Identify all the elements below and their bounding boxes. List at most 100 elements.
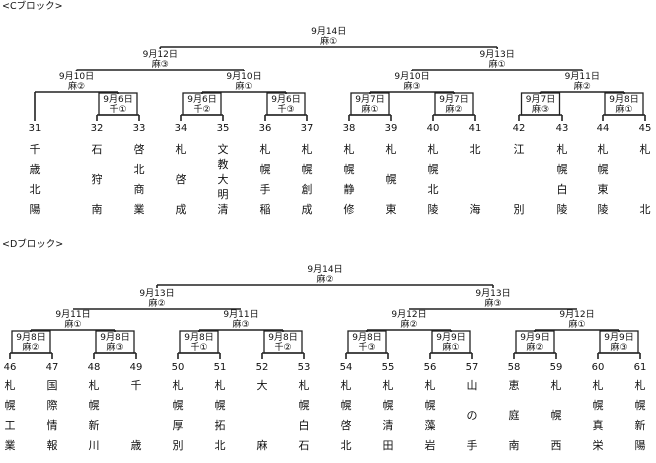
match-venue: 麻① xyxy=(64,318,81,330)
match-date: 9月13日 xyxy=(139,288,174,299)
team-number: 54 xyxy=(340,362,353,373)
match-date: 9月12日 xyxy=(143,49,178,60)
team-name: 恵庭南 xyxy=(509,378,520,452)
match-venue: 千② xyxy=(193,104,210,115)
team-number: 33 xyxy=(133,123,146,134)
match-date: 9月10日 xyxy=(226,71,261,82)
team-name: 札幌西 xyxy=(551,379,562,452)
match-venue: 麻① xyxy=(235,80,252,92)
team-number: 35 xyxy=(217,123,230,134)
match-date: 9月6日 xyxy=(103,94,132,105)
match-date: 9月10日 xyxy=(59,71,94,82)
team-number: 34 xyxy=(175,123,188,134)
team-name: 札啓成 xyxy=(176,143,187,216)
team-number: 49 xyxy=(130,362,143,373)
match-date: 9月14日 xyxy=(307,264,342,275)
match-date: 9月7日 xyxy=(355,94,384,105)
team-number: 43 xyxy=(556,123,569,134)
match-venue: 麻① xyxy=(489,58,506,70)
team-name: 札幌藻岩 xyxy=(425,379,436,452)
match-date: 9月8日 xyxy=(268,332,297,343)
team-number: 38 xyxy=(343,123,356,134)
team-name: 大麻 xyxy=(257,378,268,452)
team-name: 千歳北陽 xyxy=(30,143,41,216)
team-name: 千歳 xyxy=(131,379,142,452)
match-venue: 麻① xyxy=(615,103,632,115)
match-date: 9月6日 xyxy=(271,94,300,105)
team-name: 啓北商業 xyxy=(134,142,145,216)
team-number: 44 xyxy=(597,123,610,134)
match-date: 9月10日 xyxy=(394,71,429,82)
team-number: 37 xyxy=(301,123,314,134)
team-name: 札幌清田 xyxy=(383,379,394,452)
team-name: 山の手 xyxy=(467,379,478,452)
match-date: 9月13日 xyxy=(480,49,515,60)
match-venue: 千① xyxy=(109,104,126,115)
team-number: 39 xyxy=(385,123,398,134)
match-date: 9月11日 xyxy=(565,71,600,82)
match-date: 9月14日 xyxy=(311,26,346,37)
team-name: 札幌啓北 xyxy=(341,379,352,452)
team-name: 札幌真栄 xyxy=(593,379,604,452)
team-number: 40 xyxy=(427,123,440,134)
match-date: 9月8日 xyxy=(609,94,638,105)
match-venue: 麻② xyxy=(68,80,85,92)
team-name: 札幌白陵 xyxy=(557,143,568,216)
match-venue: 麻③ xyxy=(532,103,549,115)
match-venue: 麻① xyxy=(320,35,337,47)
team-name: 北海 xyxy=(470,143,481,216)
team-name: 札幌新陽 xyxy=(635,379,646,452)
team-name: 札幌厚別 xyxy=(173,379,184,452)
match-venue: 麻② xyxy=(316,273,333,285)
team-number: 55 xyxy=(382,362,395,373)
team-number: 46 xyxy=(4,362,17,373)
team-number: 32 xyxy=(91,123,104,134)
match-date: 9月8日 xyxy=(352,332,381,343)
team-number: 45 xyxy=(639,123,652,134)
team-name: 国際情報 xyxy=(47,379,58,452)
team-name: 札幌東陵 xyxy=(598,143,609,216)
match-date: 9月8日 xyxy=(184,332,213,343)
match-venue: 麻③ xyxy=(484,297,501,309)
team-name: 札幌拓北 xyxy=(215,379,226,452)
match-venue: 麻③ xyxy=(610,341,627,353)
team-name: 石狩南 xyxy=(92,143,103,216)
team-name: 江別 xyxy=(514,143,525,216)
match-date: 9月13日 xyxy=(475,288,510,299)
team-name: 札幌手稲 xyxy=(260,143,271,216)
team-number: 51 xyxy=(214,362,227,373)
match-date: 9月9日 xyxy=(604,332,633,343)
match-venue: 麻② xyxy=(574,80,591,92)
team-name: 札幌北陵 xyxy=(428,143,439,216)
team-number: 56 xyxy=(424,362,437,373)
match-venue: 麻② xyxy=(400,318,417,330)
match-venue: 麻③ xyxy=(152,58,169,70)
team-name: 文教大明清 xyxy=(218,142,229,216)
match-date: 9月7日 xyxy=(439,94,468,105)
match-date: 9月12日 xyxy=(391,309,426,320)
team-name: 札幌工業 xyxy=(5,379,16,452)
match-venue: 麻② xyxy=(148,297,165,309)
team-number: 59 xyxy=(550,362,563,373)
team-name: 札幌新川 xyxy=(89,379,100,452)
team-number: 41 xyxy=(469,123,482,134)
team-name: 札幌東 xyxy=(386,143,397,216)
team-number: 61 xyxy=(634,362,647,373)
team-number: 48 xyxy=(88,362,101,373)
match-date: 9月9日 xyxy=(436,332,465,343)
team-number: 47 xyxy=(46,362,59,373)
team-number: 58 xyxy=(508,362,521,373)
match-venue: 麻③ xyxy=(106,341,123,353)
block-title: <Dブロック> xyxy=(2,238,63,250)
team-name: 札幌白石 xyxy=(299,379,310,452)
team-number: 57 xyxy=(466,362,479,373)
match-venue: 麻② xyxy=(526,341,543,353)
team-number: 60 xyxy=(592,362,605,373)
match-date: 9月12日 xyxy=(559,309,594,320)
match-venue: 麻① xyxy=(361,103,378,115)
match-date: 9月7日 xyxy=(526,94,555,105)
match-venue: 麻③ xyxy=(232,318,249,330)
match-date: 9月8日 xyxy=(16,332,45,343)
match-venue: 千① xyxy=(190,342,207,353)
